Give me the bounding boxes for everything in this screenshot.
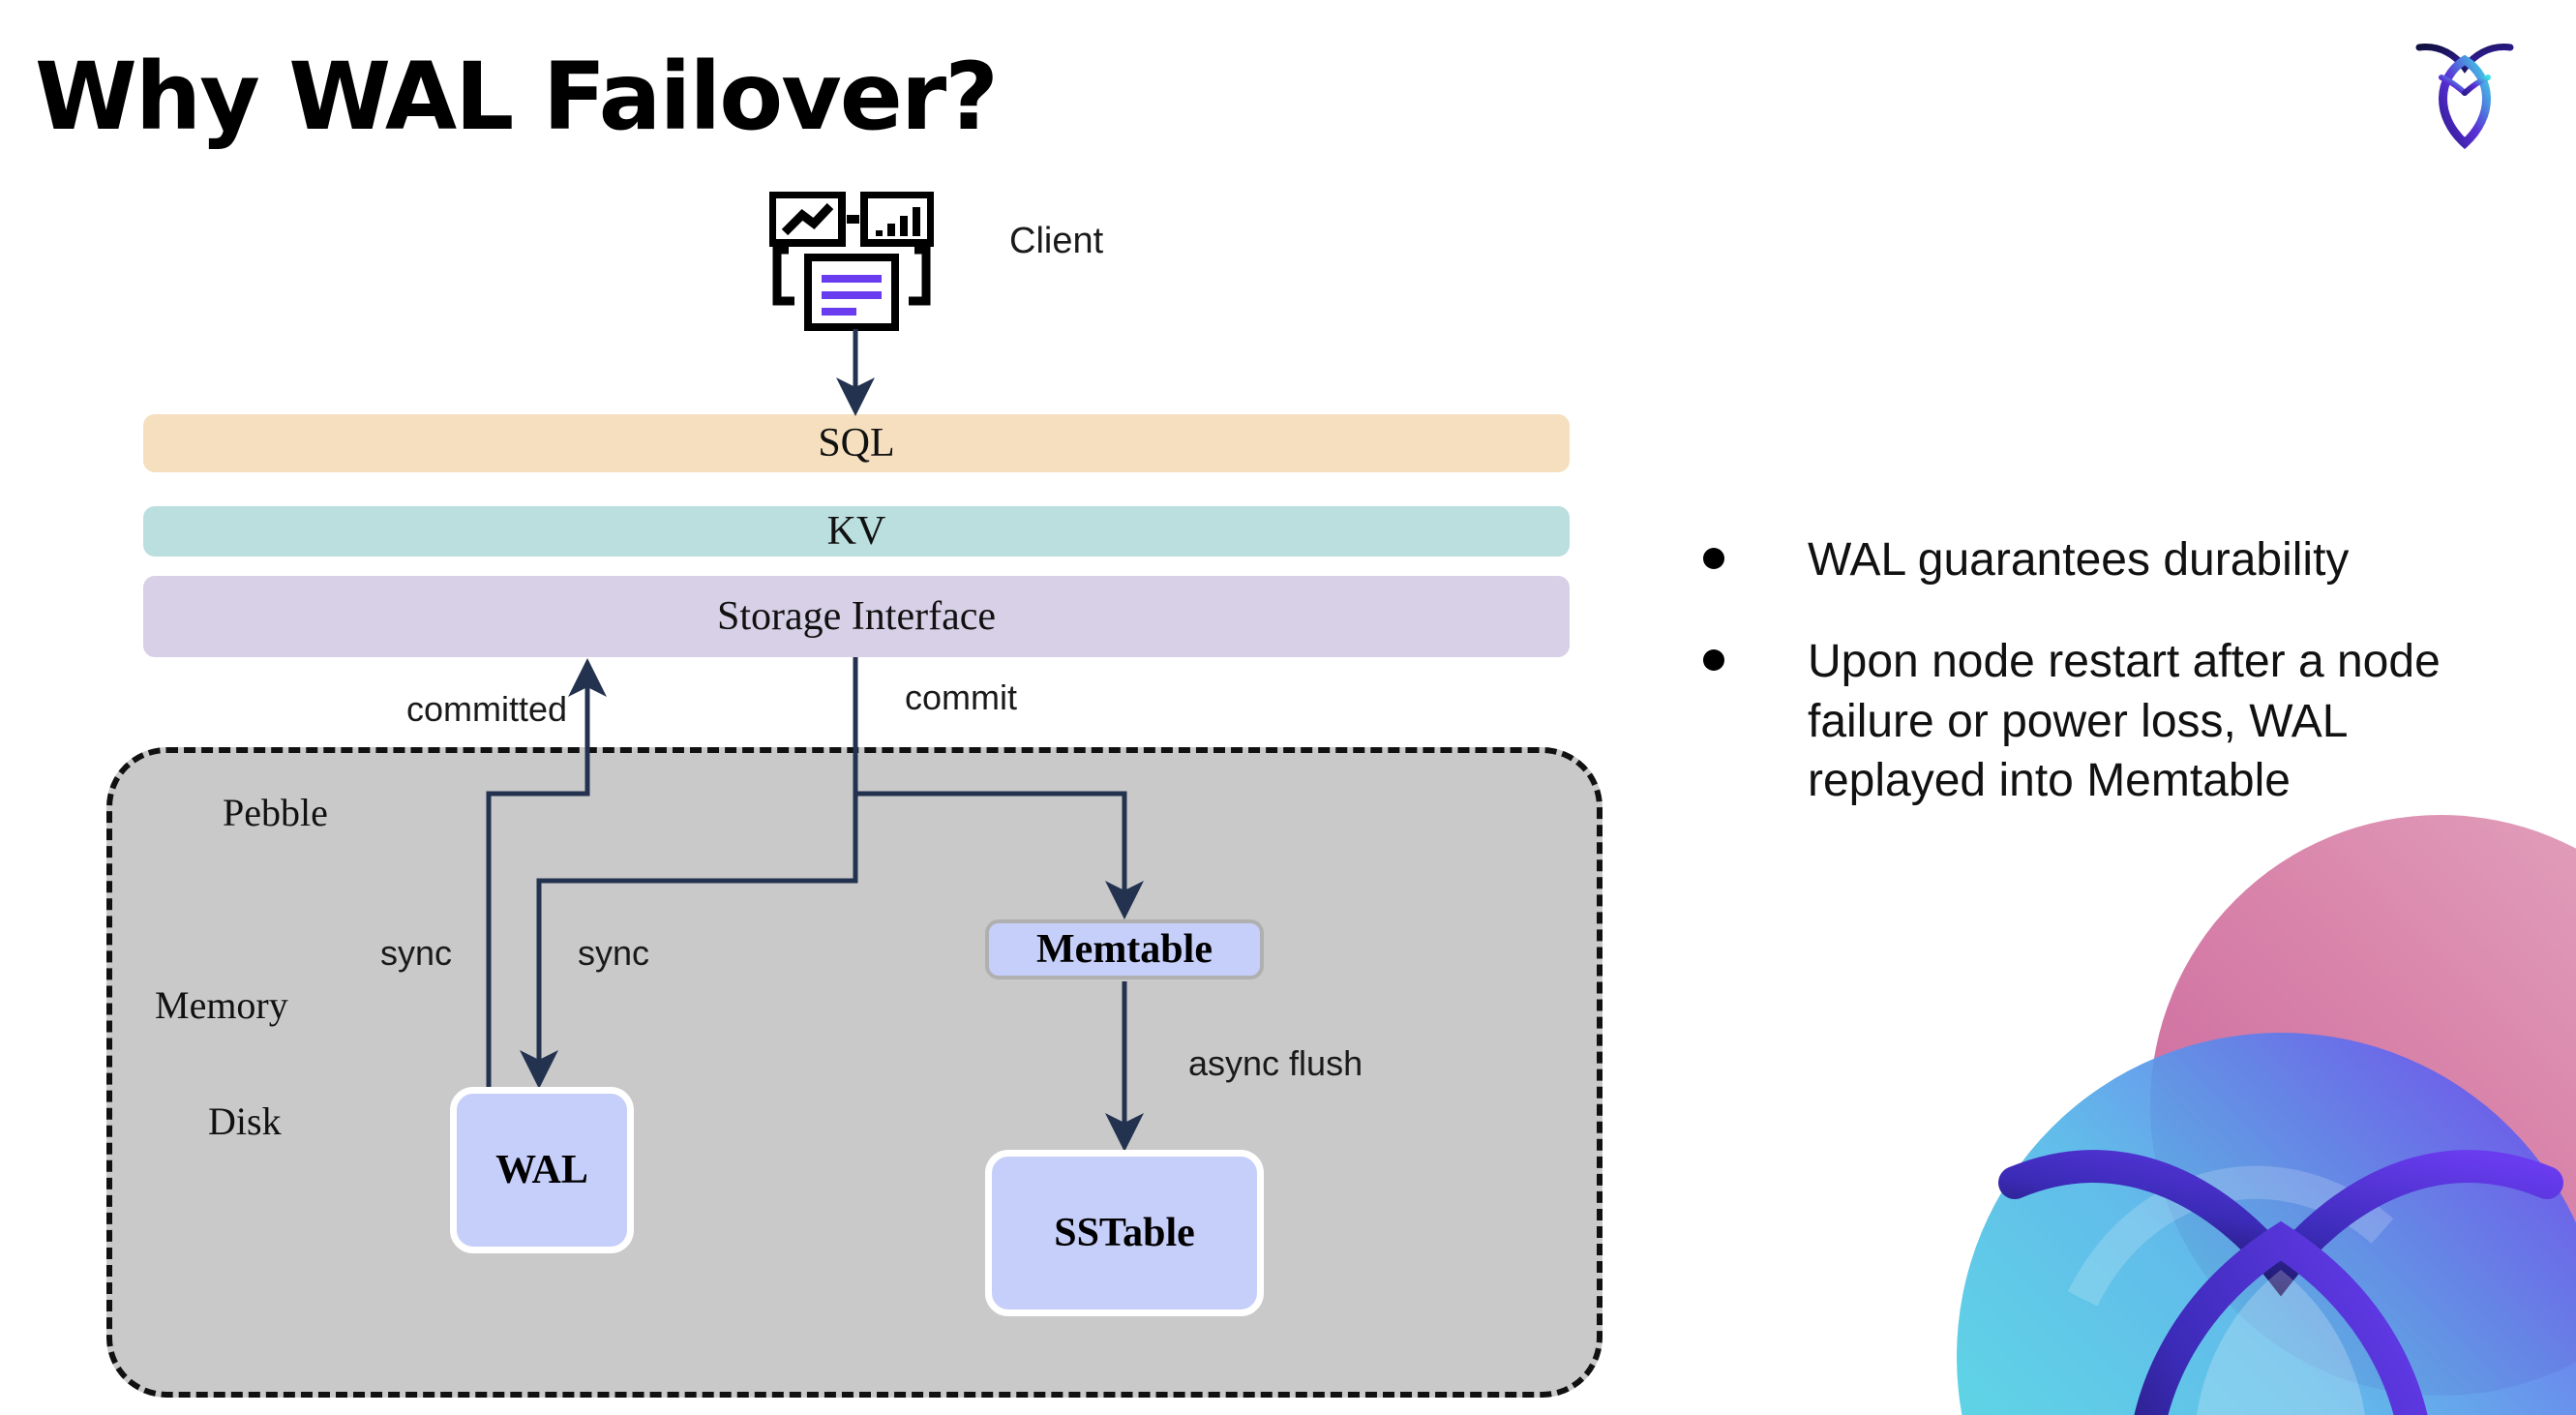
node-memtable: Memtable (985, 919, 1264, 979)
flow-label-committed: committed (406, 689, 568, 729)
decorative-corner-art (1841, 815, 2576, 1415)
layer-bar-storage-interface: Storage Interface (143, 576, 1570, 657)
node-label-sstable: SSTable (1054, 1211, 1195, 1255)
memory-label: Memory (155, 983, 288, 1027)
cockroach-logo-icon (2411, 33, 2518, 150)
node-label-memtable: Memtable (1036, 927, 1213, 972)
client-dashboard-icon (768, 191, 935, 332)
bullet-dot-icon (1703, 649, 1724, 672)
pebble-label: Pebble (223, 791, 328, 834)
disk-label: Disk (208, 1099, 282, 1143)
client-label: Client (1009, 221, 1104, 261)
bullet-text: Upon node restart after a node failure o… (1808, 636, 2441, 807)
flow-label-sync-right: sync (578, 933, 650, 973)
layer-label-storage-interface: Storage Interface (717, 594, 996, 639)
node-sstable: SSTable (985, 1150, 1264, 1316)
layer-label-sql: SQL (818, 421, 895, 466)
page-title: Why WAL Failover? (35, 43, 999, 151)
bullet-text: WAL guarantees durability (1808, 534, 2350, 586)
bullet-list: WAL guarantees durability Upon node rest… (1703, 530, 2477, 854)
layer-bar-kv: KV (143, 506, 1570, 557)
flow-label-sync-left: sync (380, 933, 453, 973)
flow-label-commit: commit (905, 677, 1017, 717)
layer-bar-sql: SQL (143, 414, 1570, 472)
pebble-container (106, 747, 1603, 1398)
list-item: Upon node restart after a node failure o… (1703, 632, 2477, 810)
node-wal: WAL (450, 1087, 634, 1253)
list-item: WAL guarantees durability (1703, 530, 2477, 589)
layer-label-kv: KV (826, 509, 886, 554)
node-label-wal: WAL (495, 1148, 588, 1192)
bullet-dot-icon (1703, 548, 1724, 569)
flow-label-async-flush: async flush (1188, 1043, 1363, 1083)
